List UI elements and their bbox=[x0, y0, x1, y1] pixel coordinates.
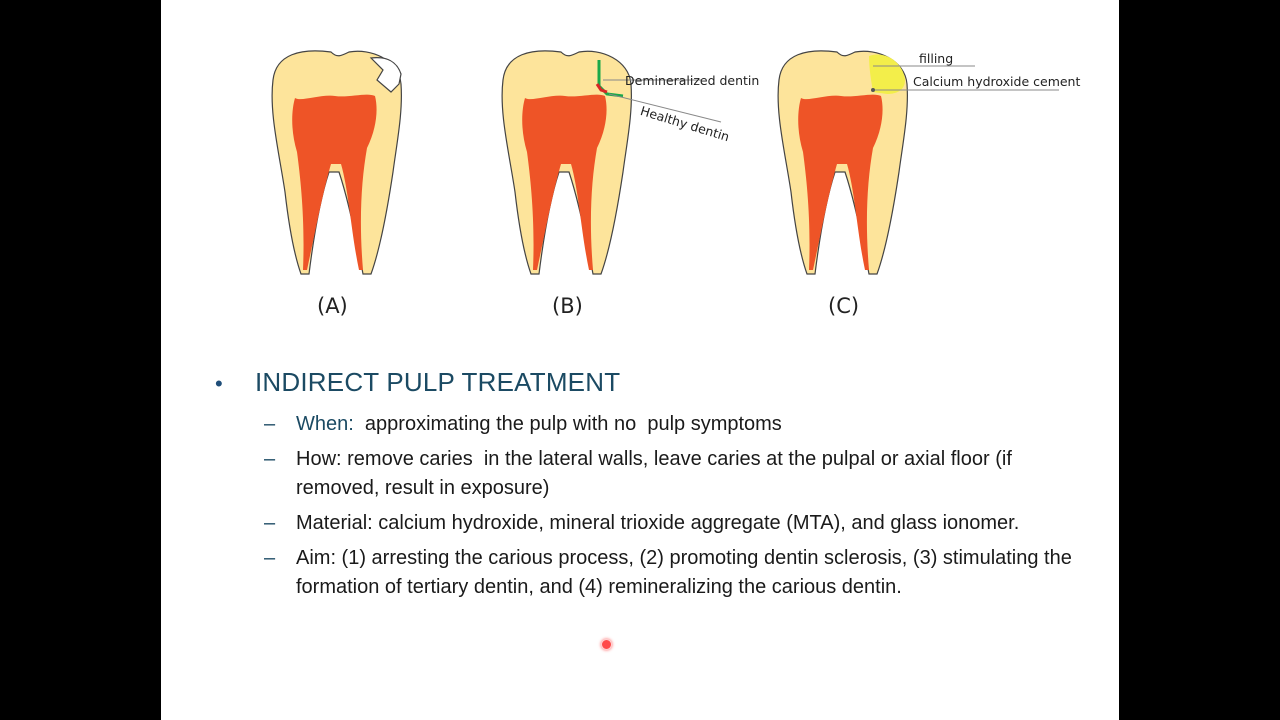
dash-icon: – bbox=[264, 413, 276, 435]
list-item-how: – How: remove caries in the lateral wall… bbox=[264, 445, 1084, 503]
figure-label-c: (C) bbox=[828, 294, 860, 318]
callout-filling: filling bbox=[919, 51, 954, 66]
section-heading: INDIRECT PULP TREATMENT bbox=[255, 367, 621, 397]
list-item-when: – When: approximating the pulp with no p… bbox=[264, 410, 1084, 439]
laser-pointer-icon bbox=[601, 639, 612, 650]
tooth-illustrations bbox=[271, 50, 1059, 275]
callout-demineralized-dentin: Demineralized dentin bbox=[625, 73, 760, 88]
tooth-c bbox=[777, 50, 1059, 275]
figure-label-a: (A) bbox=[317, 294, 348, 318]
figure-label-b: (B) bbox=[552, 294, 583, 318]
list-item-material: – Material: calcium hydroxide, mineral t… bbox=[264, 509, 1084, 538]
dash-icon: – bbox=[264, 547, 276, 569]
bullet-dot-icon: • bbox=[215, 371, 223, 396]
list-item-body: approximating the pulp with no pulp symp… bbox=[353, 413, 782, 435]
list-item-aim: – Aim: (1) arresting the carious process… bbox=[264, 544, 1084, 602]
list-item-body: Material: calcium hydroxide, mineral tri… bbox=[296, 512, 1020, 534]
dash-icon: – bbox=[264, 448, 276, 470]
list-item-body: How: remove caries in the lateral walls,… bbox=[296, 448, 1018, 499]
list-item-text: When: approximating the pulp with no pul… bbox=[296, 410, 782, 439]
dash-icon: – bbox=[264, 512, 276, 534]
main-bullet: • INDIRECT PULP TREATMENT bbox=[215, 367, 620, 398]
list-item-body: Aim: (1) arresting the carious process, … bbox=[296, 547, 1072, 598]
list-item-key: When: bbox=[296, 413, 354, 435]
callout-calcium-hydroxide: Calcium hydroxide cement bbox=[913, 74, 1081, 89]
tooth-diagram: (A) (B) (C) Demineralized dentin Healthy… bbox=[161, 0, 1119, 330]
slide: (A) (B) (C) Demineralized dentin Healthy… bbox=[161, 0, 1119, 720]
tooth-b bbox=[501, 50, 722, 275]
sub-bullet-list: – When: approximating the pulp with no p… bbox=[264, 410, 1084, 608]
tooth-a bbox=[271, 50, 402, 275]
